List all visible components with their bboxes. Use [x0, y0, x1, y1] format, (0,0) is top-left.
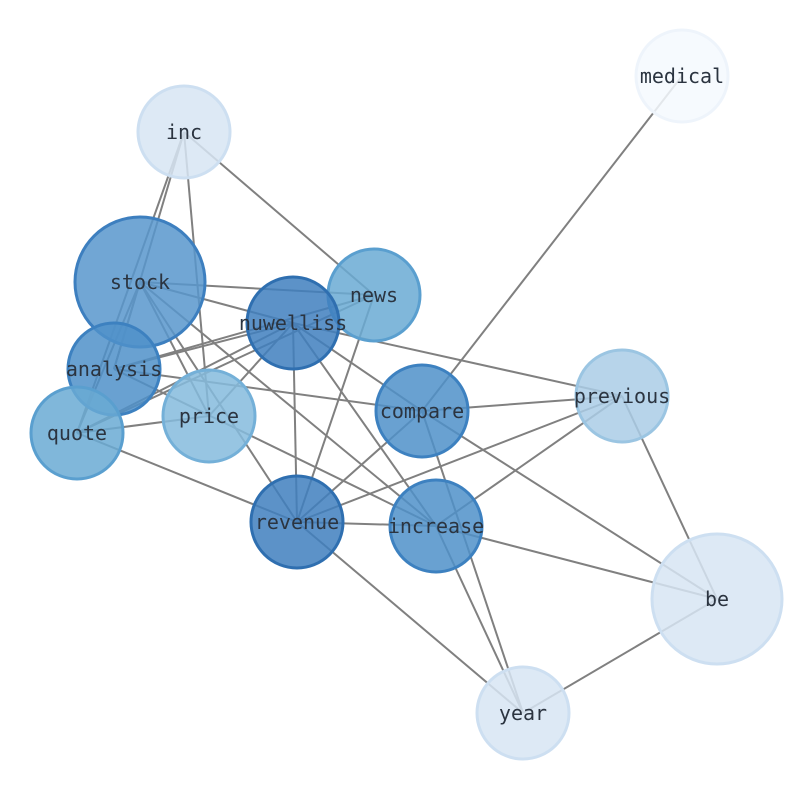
node-label-revenue: revenue: [255, 510, 339, 534]
edge-medical-compare: [421, 75, 683, 412]
node-label-analysis: analysis: [66, 357, 162, 381]
edge-analysis-compare: [113, 368, 423, 412]
node-label-compare: compare: [380, 399, 464, 423]
node-label-medical: medical: [640, 64, 724, 88]
node-label-price: price: [179, 404, 239, 428]
node-label-previous: previous: [574, 384, 670, 408]
node-circle-compare: [374, 363, 470, 459]
edge-previous-revenue: [296, 395, 623, 523]
node-label-year: year: [499, 701, 547, 725]
node-quote: quote: [29, 385, 125, 481]
node-circle-inc: [136, 84, 232, 180]
node-revenue: revenue: [249, 474, 345, 570]
node-news: news: [326, 247, 422, 343]
node-label-be: be: [705, 587, 729, 611]
node-label-stock: stock: [110, 270, 170, 294]
node-circle-be: [650, 532, 784, 666]
node-circle-price: [161, 368, 257, 464]
node-previous: previous: [574, 348, 670, 444]
node-circle-year: [475, 665, 571, 761]
node-circle-medical: [634, 28, 730, 124]
node-label-news: news: [350, 283, 398, 307]
node-nuwelliss: nuwelliss: [239, 275, 347, 371]
node-compare: compare: [374, 363, 470, 459]
node-circle-quote: [29, 385, 125, 481]
node-price: price: [161, 368, 257, 464]
node-medical: medical: [634, 28, 730, 124]
edge-revenue-year: [296, 521, 524, 714]
node-year: year: [475, 665, 571, 761]
node-inc: inc: [136, 84, 232, 180]
node-label-increase: increase: [388, 514, 484, 538]
node-circle-previous: [574, 348, 670, 444]
node-label-nuwelliss: nuwelliss: [239, 311, 347, 335]
node-increase: increase: [388, 478, 484, 574]
node-circle-increase: [388, 478, 484, 574]
node-label-inc: inc: [166, 120, 202, 144]
node-label-quote: quote: [47, 421, 107, 445]
node-circle-nuwelliss: [245, 275, 341, 371]
edge-compare-year: [421, 410, 524, 714]
node-circle-revenue: [249, 474, 345, 570]
node-be: be: [650, 532, 784, 666]
edge-nuwelliss-previous: [292, 322, 623, 397]
